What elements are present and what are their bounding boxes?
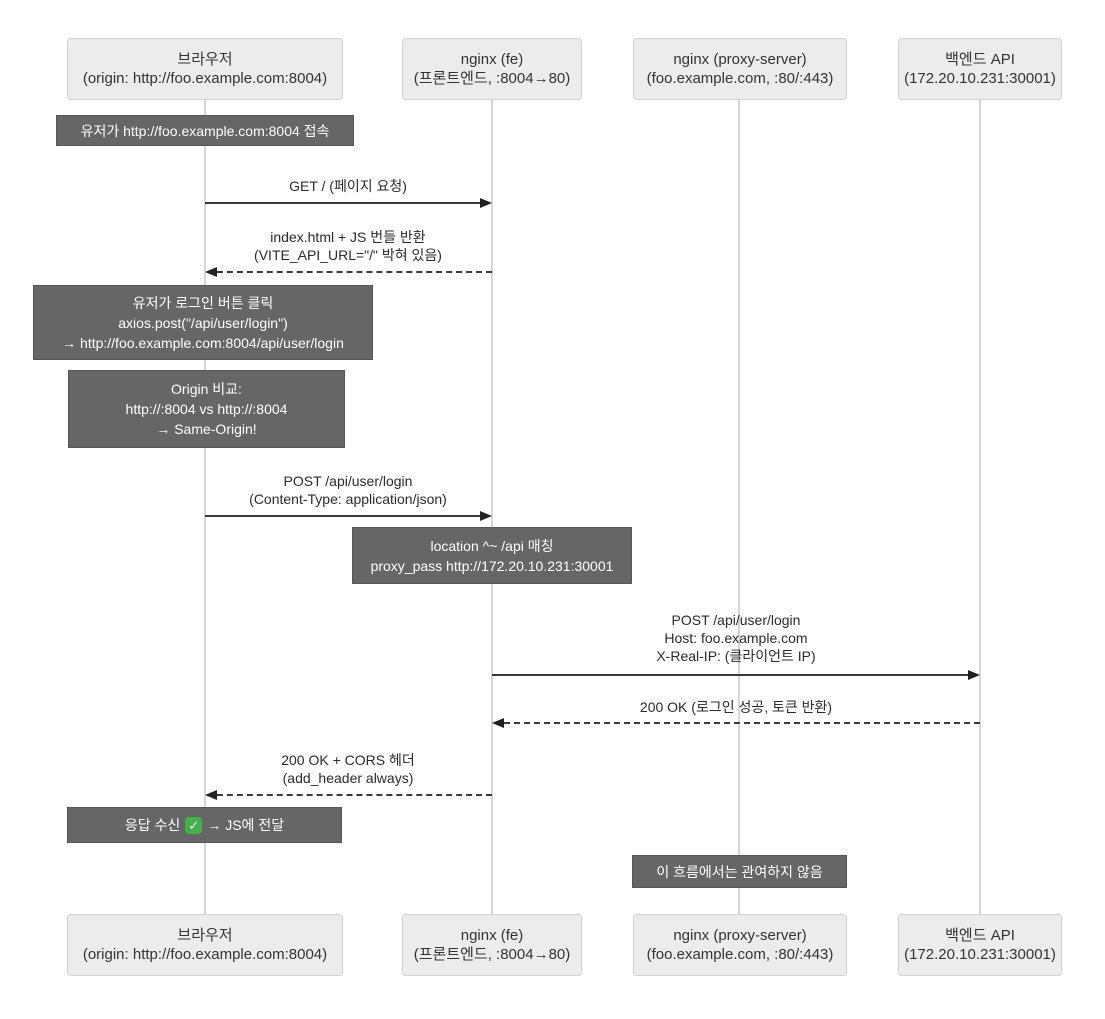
lifeline-browser (204, 100, 206, 915)
message-arrow-proxy-post (492, 670, 980, 680)
message-arrow-post-login (205, 511, 492, 521)
arrowhead-left-icon (205, 790, 217, 800)
participant-nginx-proxy-bottom: nginx (proxy-server) (foo.example.com, :… (633, 914, 847, 976)
participant-backend-api-bottom: 백엔드 API (172.20.10.231:30001) (898, 914, 1062, 976)
arrowhead-right-icon (480, 511, 492, 521)
participant-nginx-fe-top: nginx (fe) (프론트엔드, :8004→80) (402, 38, 582, 100)
message-arrow-get-page (205, 198, 492, 208)
participant-name: nginx (fe) (460, 51, 524, 68)
message-label-proxy-post: POST /api/user/login Host: foo.example.c… (656, 612, 816, 664)
participant-detail: (프론트엔드, :8004→80) (413, 946, 571, 963)
participant-browser-top: 브라우저 (origin: http://foo.example.com:800… (67, 38, 343, 100)
participant-name: nginx (proxy-server) (673, 51, 807, 68)
participant-detail: (origin: http://foo.example.com:8004) (82, 70, 328, 87)
participant-detail: (172.20.10.231:30001) (904, 946, 1056, 963)
note-login-click: 유저가 로그인 버튼 클릭 axios.post("/api/user/logi… (33, 285, 373, 360)
participant-detail: (foo.example.com, :80/:443) (646, 946, 834, 963)
participant-detail: (origin: http://foo.example.com:8004) (82, 946, 328, 963)
message-label-get-page: GET / (페이지 요청) (289, 178, 407, 194)
lifeline-nginx-proxy (738, 100, 740, 915)
participant-detail: (프론트엔드, :8004→80) (413, 70, 571, 87)
participant-name: 브라우저 (177, 927, 233, 944)
arrowhead-left-icon (205, 267, 217, 277)
participant-name: nginx (proxy-server) (673, 927, 807, 944)
participant-detail: (foo.example.com, :80/:443) (646, 70, 834, 87)
message-label-post-login: POST /api/user/login (Content-Type: appl… (249, 473, 447, 507)
participant-detail: (172.20.10.231:30001) (904, 70, 1056, 87)
lifeline-nginx-fe (491, 100, 493, 915)
participant-nginx-proxy-top: nginx (proxy-server) (foo.example.com, :… (633, 38, 847, 100)
note-origin-compare: Origin 비교: http://:8004 vs http://:8004 … (68, 370, 345, 448)
participant-name: 백엔드 API (945, 51, 1015, 68)
participant-nginx-fe-bottom: nginx (fe) (프론트엔드, :8004→80) (402, 914, 582, 976)
message-arrow-index-return (205, 267, 492, 277)
arrowhead-right-icon (480, 198, 492, 208)
check-mark-icon: ✓ (185, 816, 203, 834)
message-label-200-token: 200 OK (로그인 성공, 토큰 반환) (639, 699, 833, 715)
message-label-200-cors: 200 OK + CORS 헤더 (add_header always) (281, 752, 415, 786)
note-location-match: location ^~ /api 매칭 proxy_pass http://17… (352, 527, 632, 584)
arrowhead-right-icon (968, 670, 980, 680)
message-arrow-200-token (492, 718, 980, 728)
lifeline-backend-api (979, 100, 981, 915)
participant-name: nginx (fe) (460, 927, 524, 944)
message-label-index-return: index.html + JS 번들 반환 (VITE_API_URL="/" … (254, 229, 442, 263)
note-user-access: 유저가 http://foo.example.com:8004 접속 (56, 115, 354, 146)
note-response-received: 응답 수신 ✓ → JS에 전달 (67, 807, 342, 843)
participant-backend-api-top: 백엔드 API (172.20.10.231:30001) (898, 38, 1062, 100)
arrowhead-left-icon (492, 718, 504, 728)
message-arrow-200-cors (205, 790, 492, 800)
participant-name: 백엔드 API (945, 927, 1015, 944)
participant-browser-bottom: 브라우저 (origin: http://foo.example.com:800… (67, 914, 343, 976)
note-proxy-not-involved: 이 흐름에서는 관여하지 않음 (632, 855, 847, 888)
participant-name: 브라우저 (177, 51, 233, 68)
